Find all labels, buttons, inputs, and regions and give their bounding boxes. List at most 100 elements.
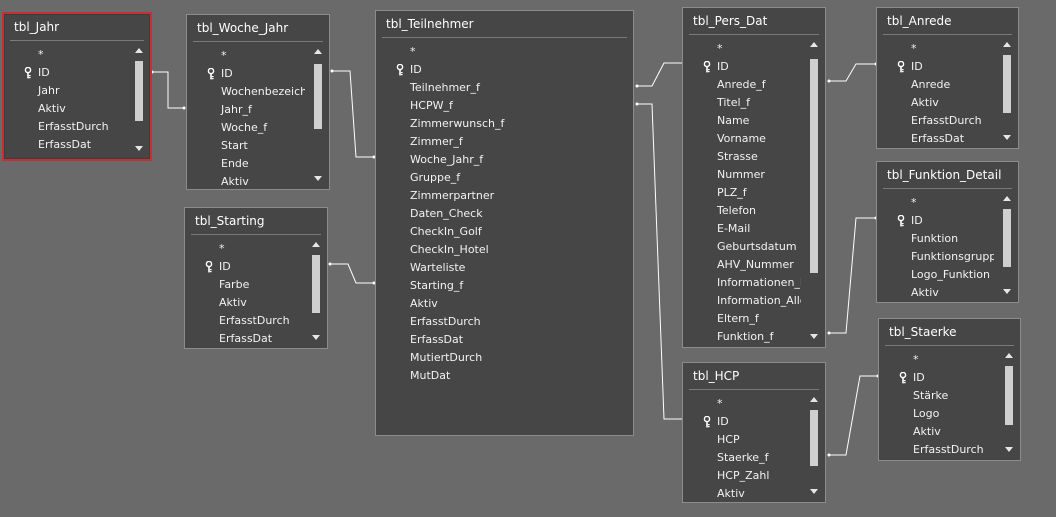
scrollbar-thumb[interactable] bbox=[312, 255, 320, 314]
table-title[interactable]: tbl_Staerke bbox=[889, 325, 957, 339]
field-id[interactable]: ID bbox=[883, 58, 994, 76]
scroll-up-arrow-icon[interactable] bbox=[134, 46, 144, 54]
field-woche-f[interactable]: Woche_f bbox=[193, 119, 305, 137]
field-farbe[interactable]: Farbe bbox=[191, 276, 303, 294]
field-jahr-f[interactable]: Jahr_f bbox=[193, 101, 305, 119]
field-erfassdat[interactable]: ErfassDat bbox=[191, 330, 303, 344]
scroll-up-arrow-icon[interactable] bbox=[1002, 40, 1012, 48]
field-checkin-golf[interactable]: CheckIn_Golf bbox=[382, 223, 609, 241]
table-title[interactable]: tbl_Jahr bbox=[14, 20, 60, 34]
field-erfasstdurch[interactable]: ErfasstDurch bbox=[10, 118, 126, 136]
field-jahr[interactable]: Jahr bbox=[10, 82, 126, 100]
field-id[interactable]: ID bbox=[193, 65, 305, 83]
field-funktion[interactable]: Funktion bbox=[883, 230, 994, 248]
scroll-down-arrow-icon[interactable] bbox=[134, 145, 144, 153]
scroll-down-arrow-icon[interactable] bbox=[1002, 134, 1012, 142]
field-all-columns[interactable]: * bbox=[883, 194, 994, 212]
vertical-scrollbar[interactable] bbox=[809, 40, 819, 341]
field-plz-f[interactable]: PLZ_f bbox=[689, 184, 801, 202]
scrollbar-thumb[interactable] bbox=[1003, 55, 1011, 114]
field-erfasstdurch[interactable]: ErfasstDurch bbox=[883, 112, 994, 130]
field-titel-f[interactable]: Titel_f bbox=[689, 94, 801, 112]
field-erfassdat[interactable]: ErfassDat bbox=[883, 130, 994, 144]
field-zimmerwunsch-f[interactable]: Zimmerwunsch_f bbox=[382, 115, 609, 133]
scrollbar-thumb[interactable] bbox=[314, 63, 322, 130]
field-information-allg[interactable]: Information_Allg bbox=[689, 292, 801, 310]
scroll-down-arrow-icon[interactable] bbox=[1004, 446, 1014, 454]
vertical-scrollbar[interactable] bbox=[809, 395, 819, 496]
field-erfasstdurch[interactable]: ErfasstDurch bbox=[885, 441, 996, 456]
field-aktiv[interactable]: Aktiv bbox=[10, 100, 126, 118]
scrollbar-thumb[interactable] bbox=[1003, 209, 1011, 268]
field-all-columns[interactable]: * bbox=[193, 47, 305, 65]
field-warteliste[interactable]: Warteliste bbox=[382, 259, 609, 277]
field-erfasstdurch[interactable]: ErfasstDurch bbox=[382, 313, 609, 331]
table-title[interactable]: tbl_Pers_Dat bbox=[693, 14, 768, 28]
field-starting-f[interactable]: Starting_f bbox=[382, 277, 609, 295]
scroll-down-arrow-icon[interactable] bbox=[809, 333, 819, 341]
field-all-columns[interactable]: * bbox=[382, 43, 609, 61]
scroll-down-arrow-icon[interactable] bbox=[313, 175, 323, 183]
field-daten-check[interactable]: Daten_Check bbox=[382, 205, 609, 223]
field-anrede[interactable]: Anrede bbox=[883, 76, 994, 94]
field-id[interactable]: ID bbox=[10, 64, 126, 82]
field-aktiv[interactable]: Aktiv bbox=[382, 295, 609, 313]
scrollbar-thumb[interactable] bbox=[1005, 366, 1013, 426]
scroll-up-arrow-icon[interactable] bbox=[809, 395, 819, 403]
vertical-scrollbar[interactable] bbox=[1002, 40, 1012, 142]
field-mutdat[interactable]: MutDat bbox=[382, 367, 609, 385]
field-nummer[interactable]: Nummer bbox=[689, 166, 801, 184]
field-anrede-f[interactable]: Anrede_f bbox=[689, 76, 801, 94]
field-hcp-zahl[interactable]: HCP_Zahl bbox=[689, 467, 801, 485]
field-erfasstdurch[interactable]: ErfasstDurch bbox=[191, 312, 303, 330]
field-all-columns[interactable]: * bbox=[885, 351, 996, 369]
field-aktiv[interactable]: Aktiv bbox=[885, 423, 996, 441]
field-all-columns[interactable]: * bbox=[191, 240, 303, 258]
field-start[interactable]: Start bbox=[193, 137, 305, 155]
field-aktiv[interactable]: Aktiv bbox=[689, 485, 801, 498]
field-erfassdat[interactable]: ErfassDat bbox=[382, 331, 609, 349]
field-logo-funktion[interactable]: Logo_Funktion bbox=[883, 266, 994, 284]
field-aktiv[interactable]: Aktiv bbox=[191, 294, 303, 312]
scroll-up-arrow-icon[interactable] bbox=[313, 47, 323, 55]
field-all-columns[interactable]: * bbox=[689, 40, 801, 58]
field-informationen-er[interactable]: Informationen_Er bbox=[689, 274, 801, 292]
scroll-down-arrow-icon[interactable] bbox=[311, 334, 321, 342]
field-all-columns[interactable]: * bbox=[689, 395, 801, 413]
field-staerke-f[interactable]: Staerke_f bbox=[689, 449, 801, 467]
table-title[interactable]: tbl_Teilnehmer bbox=[386, 17, 474, 31]
table-title[interactable]: tbl_Anrede bbox=[887, 14, 952, 28]
scroll-up-arrow-icon[interactable] bbox=[311, 240, 321, 248]
field-e-mail[interactable]: E-Mail bbox=[689, 220, 801, 238]
field-mutiertdurch[interactable]: MutiertDurch bbox=[382, 349, 609, 367]
field-eltern-f[interactable]: Eltern_f bbox=[689, 310, 801, 328]
field-name[interactable]: Name bbox=[689, 112, 801, 130]
vertical-scrollbar[interactable] bbox=[1002, 194, 1012, 296]
field-id[interactable]: ID bbox=[191, 258, 303, 276]
vertical-scrollbar[interactable] bbox=[313, 47, 323, 183]
field-all-columns[interactable]: * bbox=[883, 40, 994, 58]
scrollbar-thumb[interactable] bbox=[810, 59, 818, 273]
field-id[interactable]: ID bbox=[885, 369, 996, 387]
table-title[interactable]: tbl_Starting bbox=[195, 214, 265, 228]
field-id[interactable]: ID bbox=[883, 212, 994, 230]
field-hcp[interactable]: HCP bbox=[689, 431, 801, 449]
field-logo[interactable]: Logo bbox=[885, 405, 996, 423]
field-teilnehmer-f[interactable]: Teilnehmer_f bbox=[382, 79, 609, 97]
scrollbar-thumb[interactable] bbox=[810, 410, 818, 466]
vertical-scrollbar[interactable] bbox=[1004, 351, 1014, 454]
field-checkin-hotel[interactable]: CheckIn_Hotel bbox=[382, 241, 609, 259]
field-id[interactable]: ID bbox=[689, 58, 801, 76]
field-stärke[interactable]: Stärke bbox=[885, 387, 996, 405]
